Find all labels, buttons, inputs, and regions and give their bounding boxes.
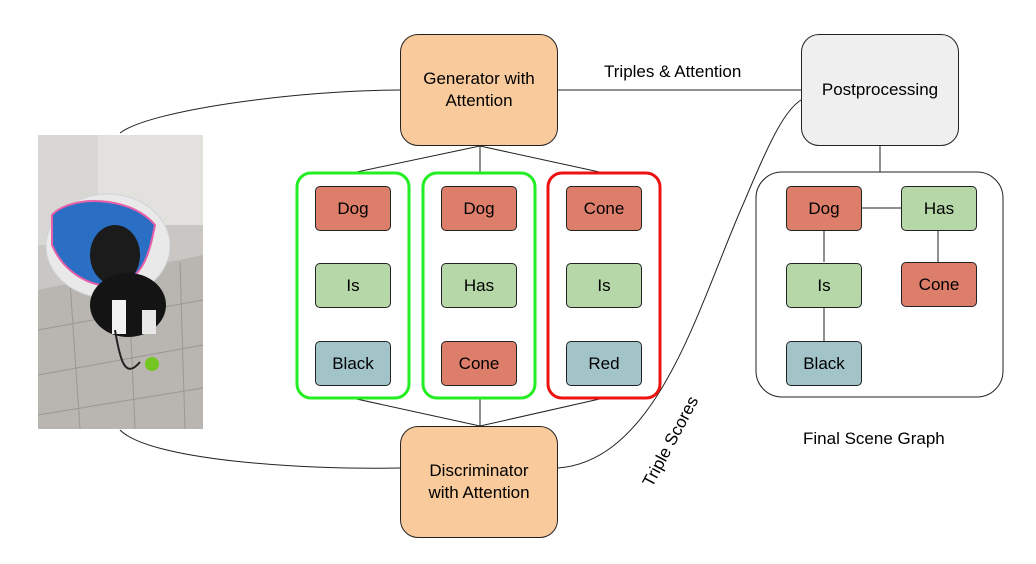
triple-2-relation: Has xyxy=(441,263,517,308)
edge-generator-triple-1 xyxy=(351,145,481,174)
scene-graph-container xyxy=(755,171,1004,398)
edge-label-triples-attention: Triples & Attention xyxy=(604,62,742,81)
sg-node-is: Is xyxy=(786,263,862,308)
triple-group-3 xyxy=(546,171,662,400)
triple-1-relation: Is xyxy=(315,263,391,308)
discriminator-node: Discriminator with Attention xyxy=(400,426,558,538)
triple-3-object: Red xyxy=(566,341,642,386)
generator-label: Generator with Attention xyxy=(423,69,535,110)
sg-node-black: Black xyxy=(786,341,862,386)
input-photo xyxy=(37,135,204,430)
postprocessing-label: Postprocessing xyxy=(821,80,939,99)
sg-node-cone: Cone xyxy=(901,262,977,307)
scene-graph-caption: Final Scene Graph xyxy=(803,429,945,448)
generator-node: Generator with Attention xyxy=(400,34,558,146)
triple-2-object: Cone xyxy=(441,341,517,386)
edge-image-generator xyxy=(119,89,401,134)
triple-3-relation: Is xyxy=(566,263,642,308)
triple-1-subject: Dog xyxy=(315,186,391,231)
triple-3-subject: Cone xyxy=(566,186,642,231)
triple-1-object: Black xyxy=(315,341,391,386)
triple-group-2 xyxy=(421,171,537,400)
discriminator-label: Discriminator with Attention xyxy=(428,461,530,502)
triple-group-1 xyxy=(295,171,411,400)
edge-label-triple-scores: Triple Scores xyxy=(639,393,702,490)
sg-node-dog: Dog xyxy=(786,186,862,231)
sg-node-has: Has xyxy=(901,186,977,231)
postprocessing-node: Postprocessing xyxy=(801,34,959,146)
edge-image-discriminator xyxy=(119,429,401,469)
edge-generator-triple-3 xyxy=(479,145,605,174)
triple-2-subject: Dog xyxy=(441,186,517,231)
edge-discriminator-postprocessing xyxy=(557,99,802,469)
edge-triple-3-discriminator xyxy=(479,397,605,427)
edge-triple-1-discriminator xyxy=(351,397,481,427)
